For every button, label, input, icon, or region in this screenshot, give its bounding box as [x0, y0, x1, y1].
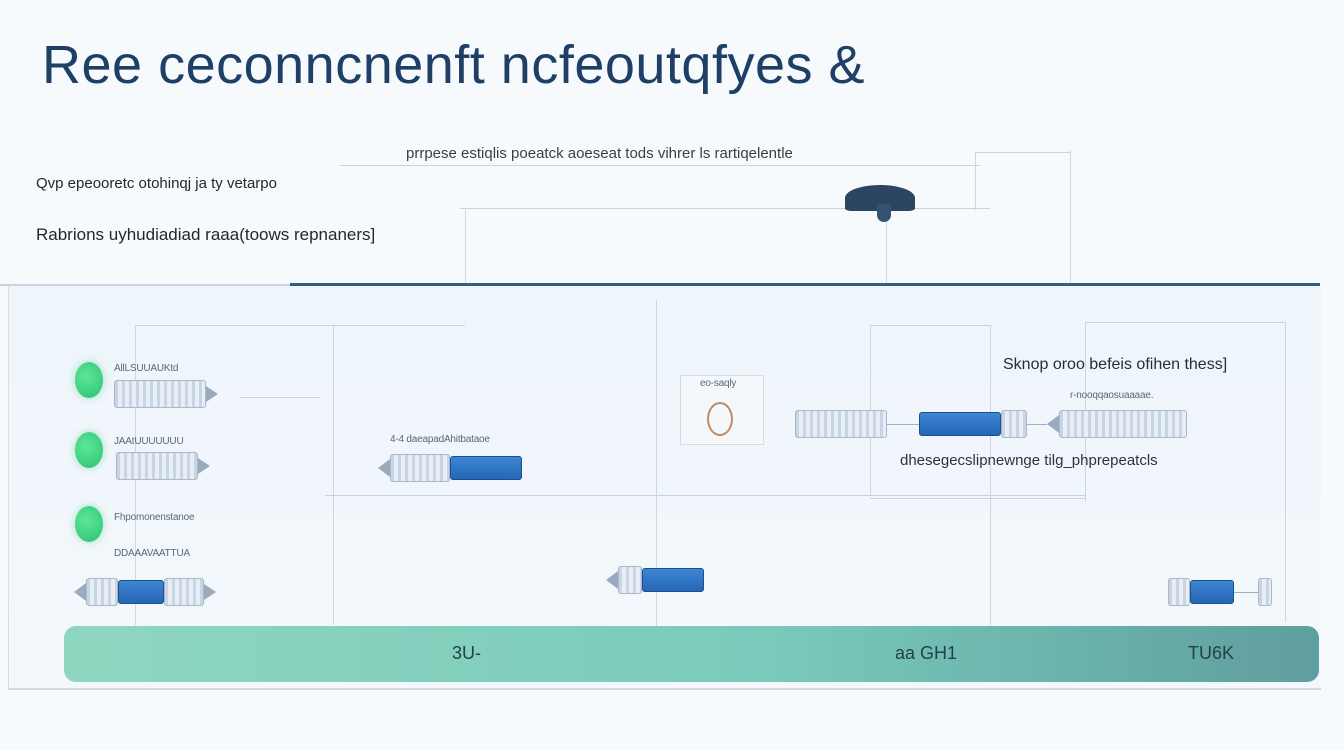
header-vline-right2: [975, 152, 976, 210]
device-right-long: [795, 410, 1187, 438]
device-bottom-left: [74, 578, 216, 606]
cartridge-icon: [642, 568, 704, 592]
header-connector-right: [975, 152, 1070, 153]
device-body: [116, 452, 198, 480]
top-caption: prrpese estiqlis poeatck aoeseat tods vi…: [406, 145, 793, 162]
device-tip: [378, 459, 390, 477]
device-tip: [1047, 415, 1059, 433]
timeline-label-end: TU6K: [1188, 643, 1235, 663]
device-body: [86, 578, 118, 606]
device-connector: [1234, 591, 1258, 593]
panel-hline-far: [1085, 322, 1285, 323]
device-tip: [206, 386, 218, 402]
header-connector-mid: [460, 208, 990, 209]
panel-hline-lower: [870, 498, 1085, 499]
device-center-bottom: [606, 566, 704, 594]
device-body: [795, 410, 887, 438]
device-body: [618, 566, 642, 594]
timeline-label-start: 3U-: [452, 643, 482, 663]
panel-vline-5: [990, 325, 991, 625]
device-connector: [887, 423, 919, 425]
device-center: [378, 454, 522, 482]
subtitle-2: Rabrions uyhudiadiad raaa(toows repnaner…: [36, 225, 376, 244]
right-section-title: Sknop oroo befeis ofihen thess]: [1003, 356, 1228, 373]
diagram-panel: [8, 286, 1321, 690]
cartridge-icon: [1190, 580, 1234, 604]
device-body: [164, 578, 204, 606]
device-tip: [198, 458, 210, 474]
panel-vline-7: [1285, 322, 1286, 622]
right-small-label: r-nooqqaosuaaaae.: [1070, 390, 1154, 401]
left-label-1: AllLSUUAUKtd: [114, 363, 179, 374]
header-vline-right: [1070, 150, 1071, 284]
header-vline-mid: [886, 200, 887, 284]
left-label-4: DDAAAVAATTUA: [114, 548, 190, 559]
left-label-2: JAAtUUUUUUU: [114, 436, 184, 447]
device-body: [1168, 578, 1190, 606]
cartridge-icon: [118, 580, 164, 604]
panel-hline-mid: [325, 495, 1085, 496]
device-body: [1001, 410, 1027, 438]
device-tip: [204, 584, 216, 600]
device-connector: [1027, 423, 1047, 425]
left-label-3: Fhpomonenstanoe: [114, 512, 195, 523]
panel-vline-3: [656, 300, 657, 630]
panel-hline-left: [240, 397, 320, 398]
cartridge-icon: [450, 456, 522, 480]
tube-label: eo-saqly: [700, 378, 737, 389]
timeline-label-mid: aa GH1: [895, 643, 958, 663]
panel-divider-accent: [290, 283, 1320, 286]
device-body: [1258, 578, 1272, 606]
hood-valve-icon: [877, 204, 891, 222]
device-body: [114, 380, 206, 408]
subtitle-1: Qvp epeooretc otohinqj ja ty vetarpo: [36, 175, 277, 192]
header-connector-top: [340, 165, 980, 166]
page-title: Ree ceconncnenft ncfeoutqfyes &: [42, 35, 866, 95]
coil-icon: [707, 402, 733, 436]
status-dot-2: [75, 432, 103, 468]
status-dot-1: [75, 362, 103, 398]
device-tip: [606, 571, 618, 589]
panel-hline-top: [135, 325, 465, 326]
device-row-2: [116, 452, 210, 480]
device-row-1: [114, 380, 218, 408]
right-caption: dhesegecslipnewnge tilg_phprepeatcls: [900, 452, 1158, 469]
status-dot-3: [75, 506, 103, 542]
panel-hline-right: [870, 325, 990, 326]
device-body: [1059, 410, 1187, 438]
panel-vline-2: [333, 325, 334, 625]
device-body: [390, 454, 450, 482]
device-right-bottom: [1168, 578, 1272, 606]
device-tip: [74, 583, 86, 601]
center-label: 4-4 daeapadAhitbataoe: [390, 434, 490, 445]
cartridge-icon: [919, 412, 1001, 436]
timeline-bar: [64, 626, 1319, 682]
